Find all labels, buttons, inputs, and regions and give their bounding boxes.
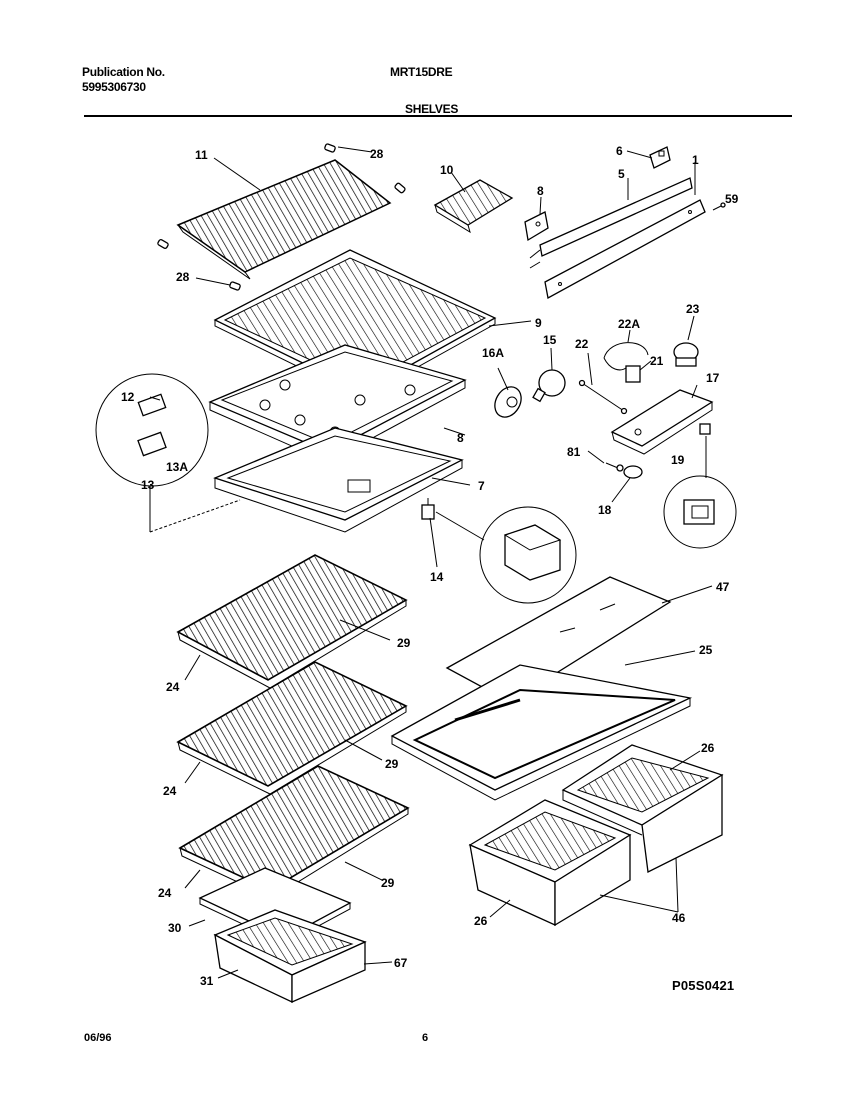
label-16a: 16A	[482, 346, 504, 360]
label-31: 31	[200, 974, 214, 988]
thermostat-23	[673, 342, 699, 367]
meat-keeper-31	[213, 909, 367, 1004]
label-19: 19	[671, 453, 685, 467]
section-title: SHELVES	[405, 102, 459, 116]
label-23: 23	[686, 302, 700, 316]
label-10: 10	[440, 163, 454, 177]
label-9: 9	[535, 316, 542, 330]
label-15: 15	[543, 333, 557, 347]
header-rule	[84, 115, 792, 117]
label-21: 21	[650, 354, 664, 368]
footer-date: 06/96	[84, 1032, 112, 1044]
crisper-frame-25	[390, 664, 693, 801]
label-29-middle: 29	[385, 757, 399, 771]
wire-shelf-top	[176, 159, 392, 280]
label-46: 46	[672, 911, 686, 925]
label-24-middle: 24	[163, 784, 177, 798]
label-29-lower: 29	[381, 876, 395, 890]
control-frame	[213, 427, 464, 533]
leader-lines	[149, 146, 713, 979]
label-22a: 22A	[618, 317, 640, 331]
label-47: 47	[716, 580, 730, 594]
label-17: 17	[706, 371, 720, 385]
shelf-rail-upper	[529, 177, 693, 269]
label-28-top: 28	[370, 147, 384, 161]
label-25: 25	[699, 643, 713, 657]
label-11: 11	[195, 148, 208, 162]
connector-21	[625, 365, 641, 383]
screw-59	[712, 202, 726, 211]
egg-tray	[433, 179, 514, 234]
rail-clip	[649, 146, 671, 169]
shelf-end-cap-top	[324, 143, 336, 153]
publication-number: 5995306730	[82, 80, 146, 94]
label-22: 22	[575, 337, 589, 351]
publication-label: Publication No.	[82, 65, 165, 79]
light-socket	[494, 386, 522, 418]
model-number: MRT15DRE	[390, 65, 453, 79]
label-24-lower: 24	[158, 886, 172, 900]
thermostat-knob-rod	[578, 379, 628, 415]
label-29-upper: 29	[397, 636, 411, 650]
wire-shelf-29-upper	[176, 554, 408, 689]
control-housing-17	[610, 389, 714, 455]
shelf-end-cap-left	[157, 238, 169, 250]
label-8-bracket: 8	[537, 184, 544, 198]
label-67: 67	[394, 956, 408, 970]
label-26-right: 26	[701, 741, 715, 755]
label-81: 81	[567, 445, 581, 459]
footer-page-number: 6	[422, 1032, 429, 1044]
label-5: 5	[618, 167, 625, 181]
crisper-drawer-right	[561, 744, 724, 873]
screw-81	[605, 462, 624, 472]
shelf-rail-lower	[544, 199, 706, 300]
switch-19	[699, 423, 711, 478]
shelf-end-cap-right	[394, 182, 406, 194]
wire-harness-22a	[603, 342, 649, 371]
detail-circle-switch	[435, 506, 577, 604]
switch-14	[421, 498, 435, 520]
bracket-small	[524, 211, 549, 242]
detail-circle-12-13	[95, 373, 241, 533]
label-24-upper: 24	[166, 680, 180, 694]
label-14: 14	[430, 570, 444, 584]
label-8-tray: 8	[457, 431, 464, 445]
label-6: 6	[616, 144, 623, 158]
crisper-drawer-left	[468, 799, 632, 927]
wire-shelf-29-lower	[178, 765, 410, 899]
label-30: 30	[168, 921, 182, 935]
detail-circle-19	[663, 475, 737, 549]
label-13: 13	[141, 478, 155, 492]
label-12: 12	[121, 390, 135, 404]
label-28-bottom: 28	[176, 270, 190, 284]
label-18: 18	[598, 503, 612, 517]
shelf-end-cap-bottom	[229, 281, 241, 291]
light-bulb	[532, 369, 566, 403]
label-13a: 13A	[166, 460, 188, 474]
knob-18	[623, 465, 643, 479]
diagram-code: P05S0421	[672, 978, 735, 993]
label-1: 1	[692, 153, 699, 167]
label-59: 59	[725, 192, 739, 206]
label-26-left: 26	[474, 914, 488, 928]
label-7: 7	[478, 479, 485, 493]
wire-shelf-29-middle	[176, 661, 408, 795]
